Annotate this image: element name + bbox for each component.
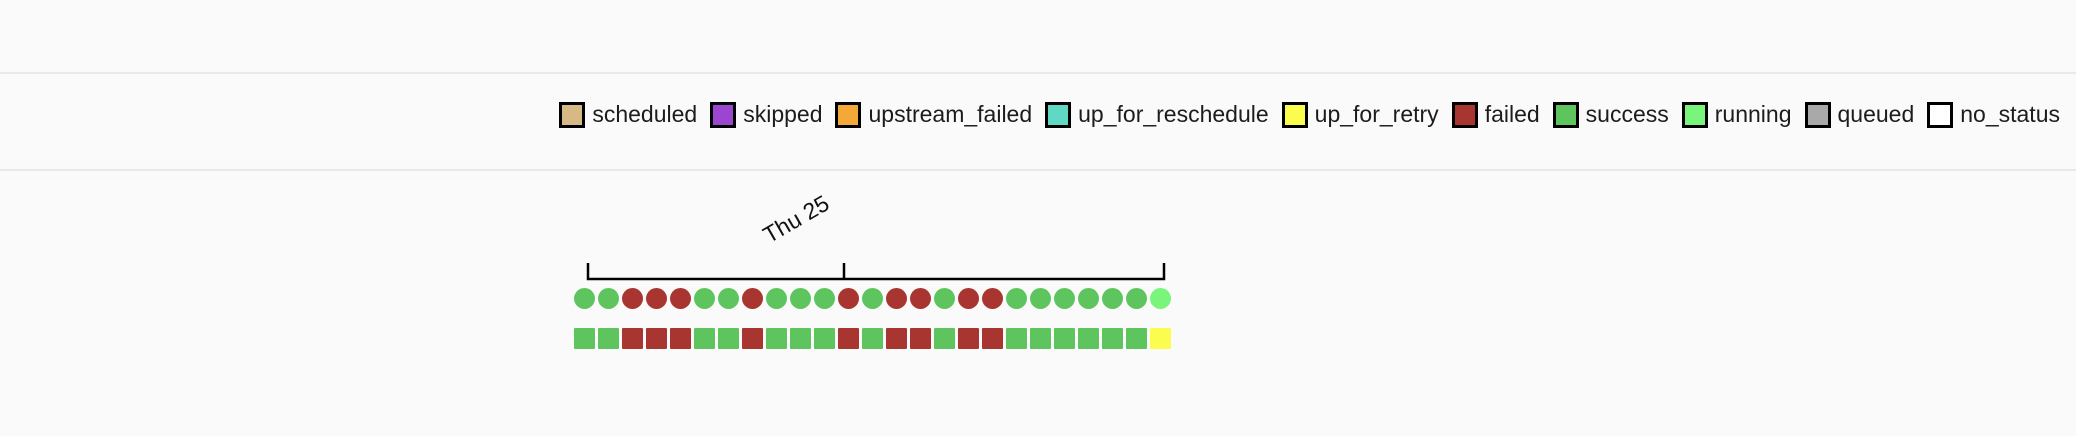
dag-run-dot-success[interactable] [1030, 288, 1051, 309]
task-instance-square-failed[interactable] [958, 328, 979, 349]
dag-run-dot-success[interactable] [574, 288, 595, 309]
legend-item-up_for_retry[interactable]: up_for_retry [1281, 101, 1439, 128]
legend-bottom-divider [0, 169, 2076, 171]
dag-run-dot-success[interactable] [1078, 288, 1099, 309]
legend-label-failed: failed [1484, 101, 1540, 127]
task-instance-square-success[interactable] [1102, 328, 1123, 349]
legend-item-queued[interactable]: queued [1804, 101, 1915, 128]
queued-swatch [1804, 101, 1831, 128]
legend-label-upstream_failed: upstream_failed [868, 101, 1033, 127]
dag-runs-row [574, 288, 1171, 309]
task-instance-square-success[interactable] [574, 328, 595, 349]
dag-run-dot-running[interactable] [1150, 288, 1171, 309]
dag-run-dot-success[interactable] [1126, 288, 1147, 309]
task-instances-row [574, 328, 1171, 349]
dag-run-dot-success[interactable] [1102, 288, 1123, 309]
dag-run-dot-success[interactable] [862, 288, 883, 309]
dag-run-dot-success[interactable] [1054, 288, 1075, 309]
no_status-swatch [1927, 101, 1954, 128]
dag-run-dot-failed[interactable] [670, 288, 691, 309]
task-instance-square-success[interactable] [1054, 328, 1075, 349]
axis-date-label: Thu 25 [758, 189, 834, 249]
top-divider [0, 72, 2076, 74]
dag-run-dot-failed[interactable] [958, 288, 979, 309]
up_for_retry-swatch [1281, 101, 1308, 128]
legend-label-success: success [1585, 101, 1669, 127]
task-instance-square-failed[interactable] [838, 328, 859, 349]
dag-run-dot-success[interactable] [598, 288, 619, 309]
legend-item-up_for_reschedule[interactable]: up_for_reschedule [1045, 101, 1269, 128]
dag-run-dot-success[interactable] [934, 288, 955, 309]
task-instance-square-success[interactable] [1006, 328, 1027, 349]
dag-run-dot-success[interactable] [766, 288, 787, 309]
legend-item-running[interactable]: running [1681, 101, 1792, 128]
task-instance-square-up_for_retry[interactable] [1150, 328, 1171, 349]
dag-run-dot-success[interactable] [694, 288, 715, 309]
legend-label-up_for_reschedule: up_for_reschedule [1078, 101, 1269, 127]
dag-run-dot-failed[interactable] [622, 288, 643, 309]
status-legend: scheduled skipped upstream_failed up_for_re… [559, 101, 2060, 128]
legend-item-success[interactable]: success [1552, 101, 1669, 128]
task-instance-square-success[interactable] [790, 328, 811, 349]
task-instance-square-failed[interactable] [646, 328, 667, 349]
dag-run-dot-failed[interactable] [910, 288, 931, 309]
task-instance-square-success[interactable] [934, 328, 955, 349]
dag-run-dot-success[interactable] [790, 288, 811, 309]
dag-run-dot-success[interactable] [718, 288, 739, 309]
task-instance-square-success[interactable] [1030, 328, 1051, 349]
legend-label-queued: queued [1837, 101, 1915, 127]
task-instance-square-failed[interactable] [622, 328, 643, 349]
dag-run-dot-failed[interactable] [742, 288, 763, 309]
legend-item-scheduled[interactable]: scheduled [559, 101, 697, 128]
legend-item-skipped[interactable]: skipped [710, 101, 822, 128]
legend-item-upstream_failed[interactable]: upstream_failed [835, 101, 1032, 128]
time-axis-bracket [586, 263, 1166, 281]
dag-run-dot-failed[interactable] [982, 288, 1003, 309]
dag-run-dot-failed[interactable] [886, 288, 907, 309]
task-instance-square-failed[interactable] [982, 328, 1003, 349]
legend-label-scheduled: scheduled [592, 101, 698, 127]
task-instance-square-success[interactable] [814, 328, 835, 349]
legend-label-skipped: skipped [743, 101, 823, 127]
task-instance-square-success[interactable] [598, 328, 619, 349]
task-instance-square-failed[interactable] [886, 328, 907, 349]
dag-run-dot-failed[interactable] [646, 288, 667, 309]
legend-item-failed[interactable]: failed [1451, 101, 1540, 128]
success-swatch [1552, 101, 1579, 128]
task-instance-square-success[interactable] [718, 328, 739, 349]
legend-label-running: running [1714, 101, 1792, 127]
task-instance-square-success[interactable] [1126, 328, 1147, 349]
task-instance-square-failed[interactable] [742, 328, 763, 349]
task-instance-square-failed[interactable] [910, 328, 931, 349]
task-instance-square-failed[interactable] [670, 328, 691, 349]
legend-label-up_for_retry: up_for_retry [1314, 101, 1439, 127]
legend-item-no_status[interactable]: no_status [1927, 101, 2060, 128]
upstream_failed-swatch [835, 101, 862, 128]
task-instance-square-success[interactable] [766, 328, 787, 349]
up_for_reschedule-swatch [1045, 101, 1072, 128]
skipped-swatch [710, 101, 737, 128]
failed-swatch [1451, 101, 1478, 128]
dag-run-dot-failed[interactable] [838, 288, 859, 309]
dag-run-dot-success[interactable] [1006, 288, 1027, 309]
running-swatch [1681, 101, 1708, 128]
task-instance-square-success[interactable] [694, 328, 715, 349]
dag-run-dot-success[interactable] [814, 288, 835, 309]
task-instance-square-success[interactable] [862, 328, 883, 349]
task-instance-square-success[interactable] [1078, 328, 1099, 349]
legend-label-no_status: no_status [1960, 101, 2060, 127]
scheduled-swatch [559, 101, 586, 128]
